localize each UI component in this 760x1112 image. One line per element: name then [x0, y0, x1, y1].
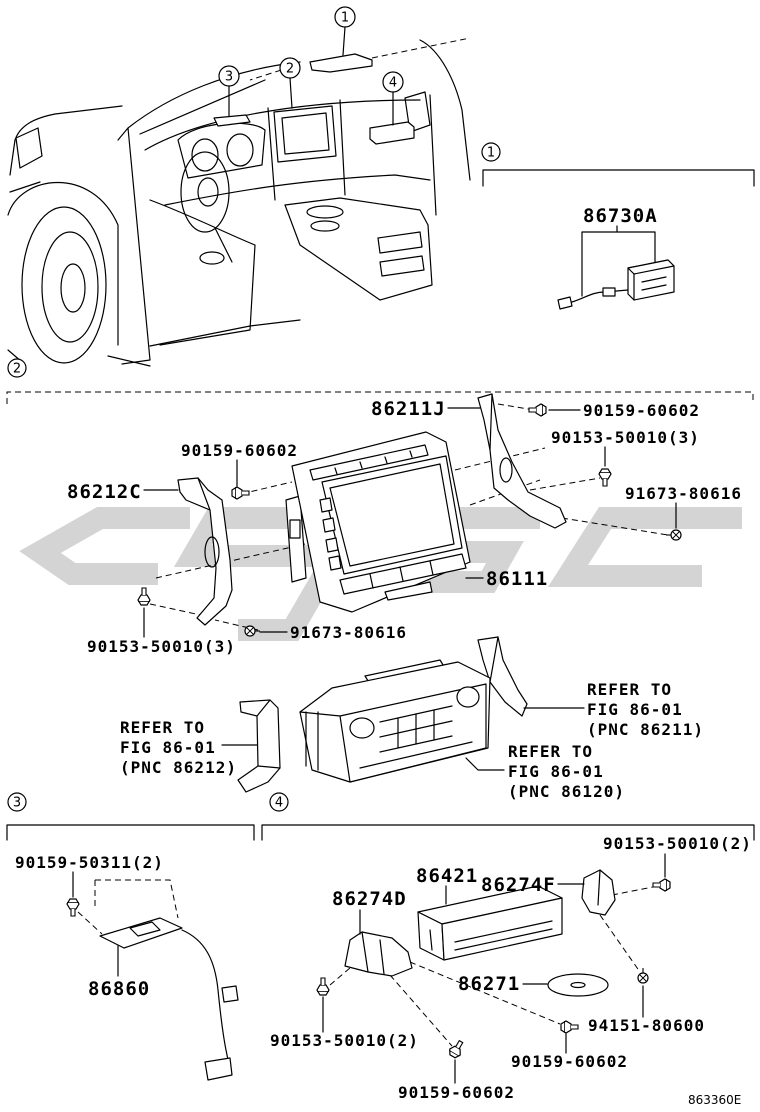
part-label-bolt: 90159-50311(2) — [15, 853, 164, 872]
section-bracket — [482, 169, 755, 187]
callout-number: 3 — [225, 70, 233, 85]
bolt-icon — [231, 486, 250, 500]
section-marker — [7, 358, 27, 378]
section-marker-number: 2 — [13, 362, 21, 377]
part-label-screw-right: 90153-50010(3) — [551, 428, 700, 447]
part-label-bolt-right: 90159-60602 — [511, 1052, 628, 1071]
screw-icon — [316, 977, 330, 996]
bracket-86211J — [477, 393, 567, 529]
part-label-clip-right: 91673-80616 — [625, 484, 742, 503]
part-label-86860: 86860 — [88, 978, 150, 1000]
part-label-bolt-bottom: 90159-60602 — [398, 1083, 515, 1102]
box-86421 — [417, 885, 563, 961]
part-label-bolt-left: 90159-60602 — [181, 441, 298, 460]
part-label-86211J: 86211J — [371, 398, 446, 420]
part-label-screw-left: 90153-50010(2) — [270, 1031, 419, 1050]
refer-unit-line2: FIG 86-01 — [508, 762, 604, 781]
bracket-86212C — [177, 477, 233, 626]
vehicle-callout-3: 3 — [213, 65, 251, 127]
refer-right-line3: (PNC 86211) — [587, 720, 704, 739]
section-marker — [269, 792, 289, 812]
unit-86111 — [285, 431, 471, 613]
section-marker-number: 3 — [13, 796, 21, 811]
screw-icon — [137, 587, 151, 606]
part-label-86274F: 86274F — [481, 874, 556, 896]
part-label-86271: 86271 — [458, 973, 520, 995]
diagram-id: 863360E — [688, 1093, 741, 1107]
section-bracket — [261, 824, 755, 841]
part-label-clip: 94151-80600 — [588, 1016, 705, 1035]
part-label-86274D: 86274D — [332, 888, 407, 910]
alignment-lines — [329, 885, 659, 1047]
vehicle-interior-illustration — [7, 37, 471, 367]
part-label-86730A: 86730A — [583, 205, 658, 227]
section-marker — [481, 142, 501, 162]
section-marker — [7, 792, 27, 812]
leader-line — [581, 225, 656, 297]
bracket-86274D — [344, 931, 413, 977]
refer-unit-line1: REFER TO — [508, 742, 593, 761]
section-1: 1 86730A — [481, 142, 755, 310]
callout-number: 1 — [341, 11, 349, 26]
section-2: 2 86211J 90159-60602 90153-50010(3) — [6, 358, 754, 801]
part-label-screw-left: 90153-50010(3) — [87, 637, 236, 656]
bolt-icon — [528, 403, 547, 417]
part-label-clip-bottom: 91673-80616 — [290, 623, 407, 642]
vehicle-callout-4: 4 — [369, 71, 415, 145]
refer-left-line2: FIG 86-01 — [120, 738, 216, 757]
disc-86271 — [547, 973, 609, 997]
bolt-icon — [66, 898, 80, 917]
clip-icon — [637, 967, 649, 984]
refer-unit-line3: (PNC 86120) — [508, 782, 625, 801]
section-bracket — [6, 824, 255, 841]
part-label-86421: 86421 — [416, 865, 478, 887]
part-86860-drawing — [77, 879, 239, 1081]
section-3: 3 90159-50311(2) 86860 — [6, 792, 255, 1081]
callout-number: 2 — [286, 62, 294, 77]
part-label-bolt-right-top: 90159-60602 — [583, 401, 700, 420]
section-4: 4 90153-50010(2) 86421 86274F — [261, 792, 755, 1102]
reference-assembly — [237, 636, 528, 793]
part-label-screw-right: 90153-50010(2) — [603, 834, 752, 853]
screw-icon — [652, 878, 671, 892]
part-86730A-drawing — [557, 259, 675, 310]
part-label-86212C: 86212C — [67, 481, 142, 503]
bolt-icon — [446, 1038, 467, 1060]
refer-left-line3: (PNC 86212) — [120, 758, 237, 777]
vehicle-callout-1: 1 — [309, 6, 373, 73]
part-label-86111: 86111 — [486, 568, 548, 590]
refer-right-line1: REFER TO — [587, 680, 672, 699]
refer-left-line1: REFER TO — [120, 718, 205, 737]
section-marker-number: 1 — [487, 146, 495, 161]
section-marker-number: 4 — [275, 796, 283, 811]
clip-icon — [665, 529, 682, 541]
vehicle-callout-2: 2 — [273, 57, 337, 163]
refer-right-line2: FIG 86-01 — [587, 700, 683, 719]
bolt-icon — [560, 1020, 579, 1034]
leader-line — [465, 757, 505, 771]
callout-number: 4 — [389, 76, 397, 91]
section-bracket — [6, 391, 754, 404]
bracket-86274F — [581, 869, 616, 916]
screw-icon — [598, 468, 612, 487]
